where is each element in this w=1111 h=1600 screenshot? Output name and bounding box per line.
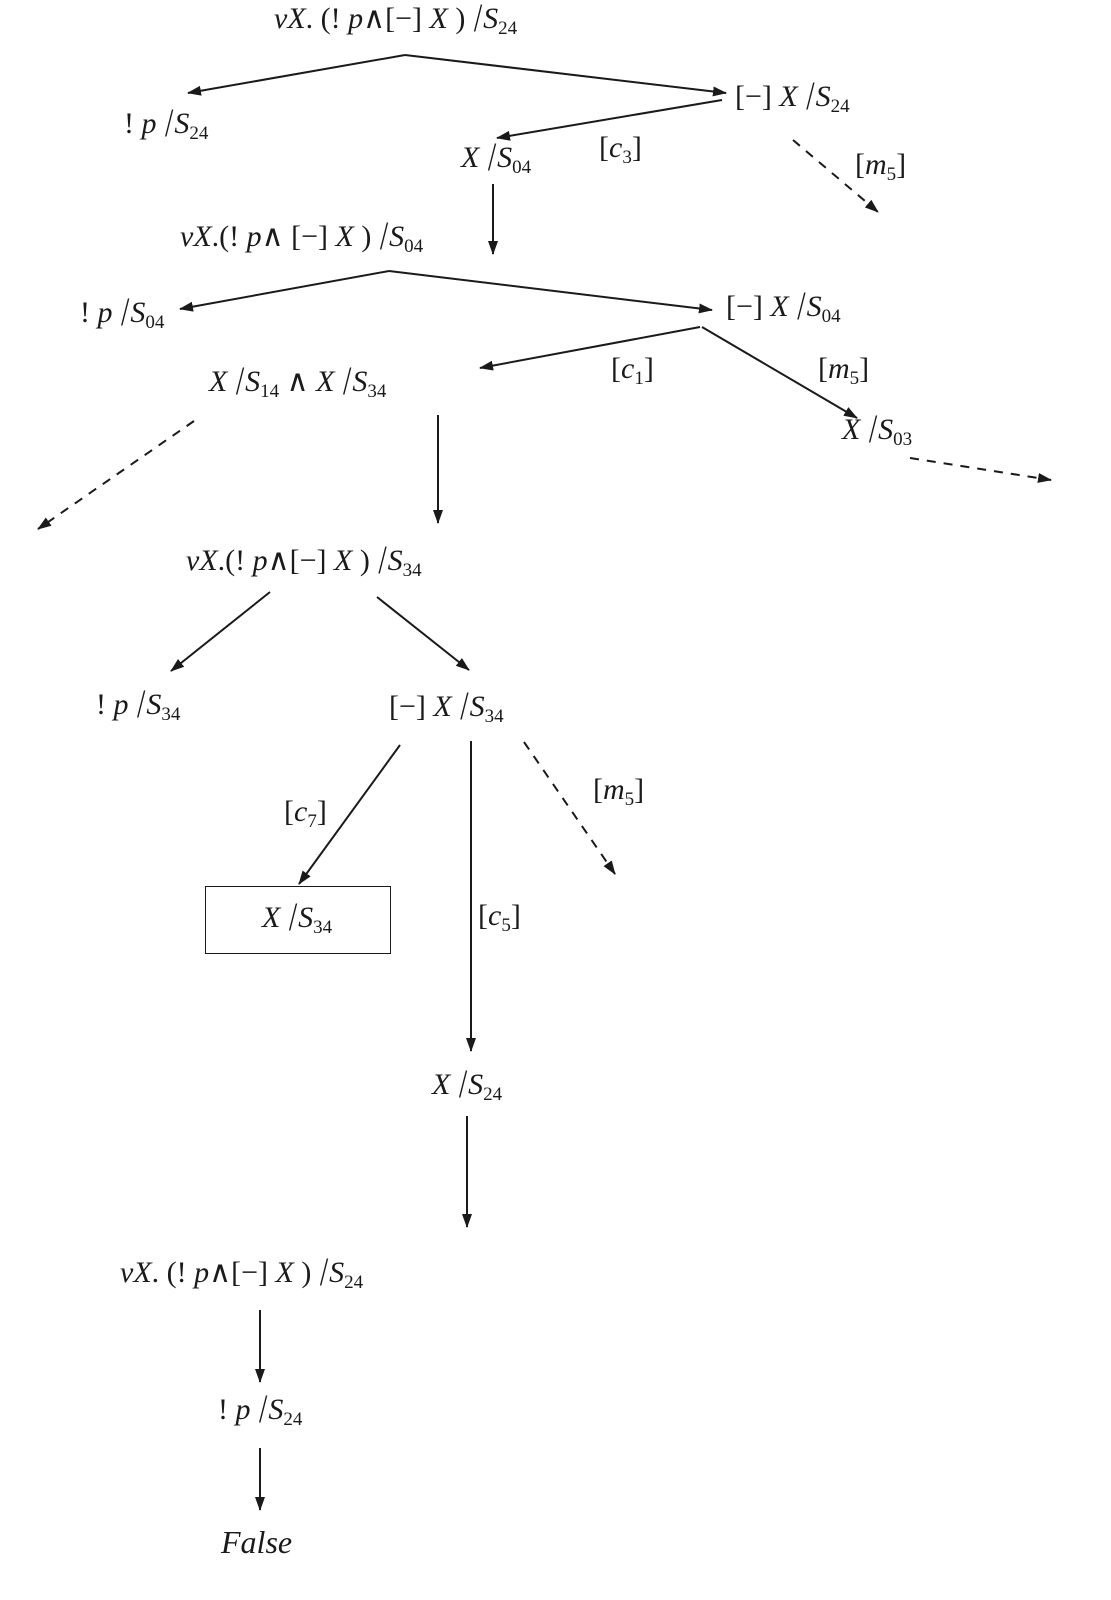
node-nu-x-s04: vX.(! p∧ [−] X ) /S04 (180, 214, 424, 259)
edge-n10-n11 (170, 591, 271, 672)
edge-label-m5-top: [m5] (855, 148, 907, 185)
node-not-p-s34: ! p /S34 (96, 682, 181, 727)
edge-n1-n3 (404, 54, 727, 97)
edge-n1-n2 (187, 54, 406, 96)
edge-n3-n4 (496, 99, 723, 141)
edge-label-c5: [c5] (478, 899, 521, 936)
edge-n7-n9 (701, 326, 858, 419)
node-x-s24: X /S24 (432, 1062, 503, 1107)
edge-label-m5-low: [m5] (593, 773, 645, 810)
node-nu-x-s34: vX.(! p∧[−] X ) /S34 (186, 538, 422, 583)
node-nu-x-s24: vX. (! p∧[−] X ) /S24 (120, 1250, 364, 1295)
node-x-s34-boxed: X /S34 (262, 895, 333, 940)
node-not-p-s24: ! p /S24 (124, 101, 209, 146)
node-x-s14-and-x-s34: X /S14 ∧ X /S34 (209, 359, 387, 404)
node-box-x-s24: [−] X /S24 (735, 74, 850, 119)
edge-n7-n8 (479, 326, 701, 371)
edge-label-c3: [c3] (599, 131, 642, 168)
node-not-p-s04: ! p /S04 (80, 290, 165, 335)
node-x-s04: X /S04 (461, 135, 532, 180)
edge-n9-dashed (909, 457, 1052, 483)
edge-n5-n6 (179, 270, 390, 312)
false-text: False (221, 1524, 293, 1560)
node-box-x-s34: [−] X /S34 (389, 684, 504, 729)
node-not-p-s24-bottom: ! p /S24 (218, 1387, 303, 1432)
edge-n10-n12 (376, 596, 470, 671)
edge-n12-n13 (298, 744, 401, 885)
node-x-s03: X /S03 (842, 407, 913, 452)
edge-label-c7: [c7] (284, 795, 327, 832)
node-false: False (221, 1526, 292, 1558)
boxed-node-frame (205, 886, 391, 954)
node-root: vX. (! p∧[−] X ) /S24 (274, 0, 518, 41)
edge-n3-dashed (792, 139, 879, 213)
edge-label-m5-mid: [m5] (818, 352, 870, 389)
edge-n5-n7 (388, 270, 713, 314)
edge-n8-dashed (37, 420, 195, 530)
node-box-x-s04: [−] X /S04 (726, 284, 841, 329)
edge-label-c1: [c1] (611, 352, 654, 389)
